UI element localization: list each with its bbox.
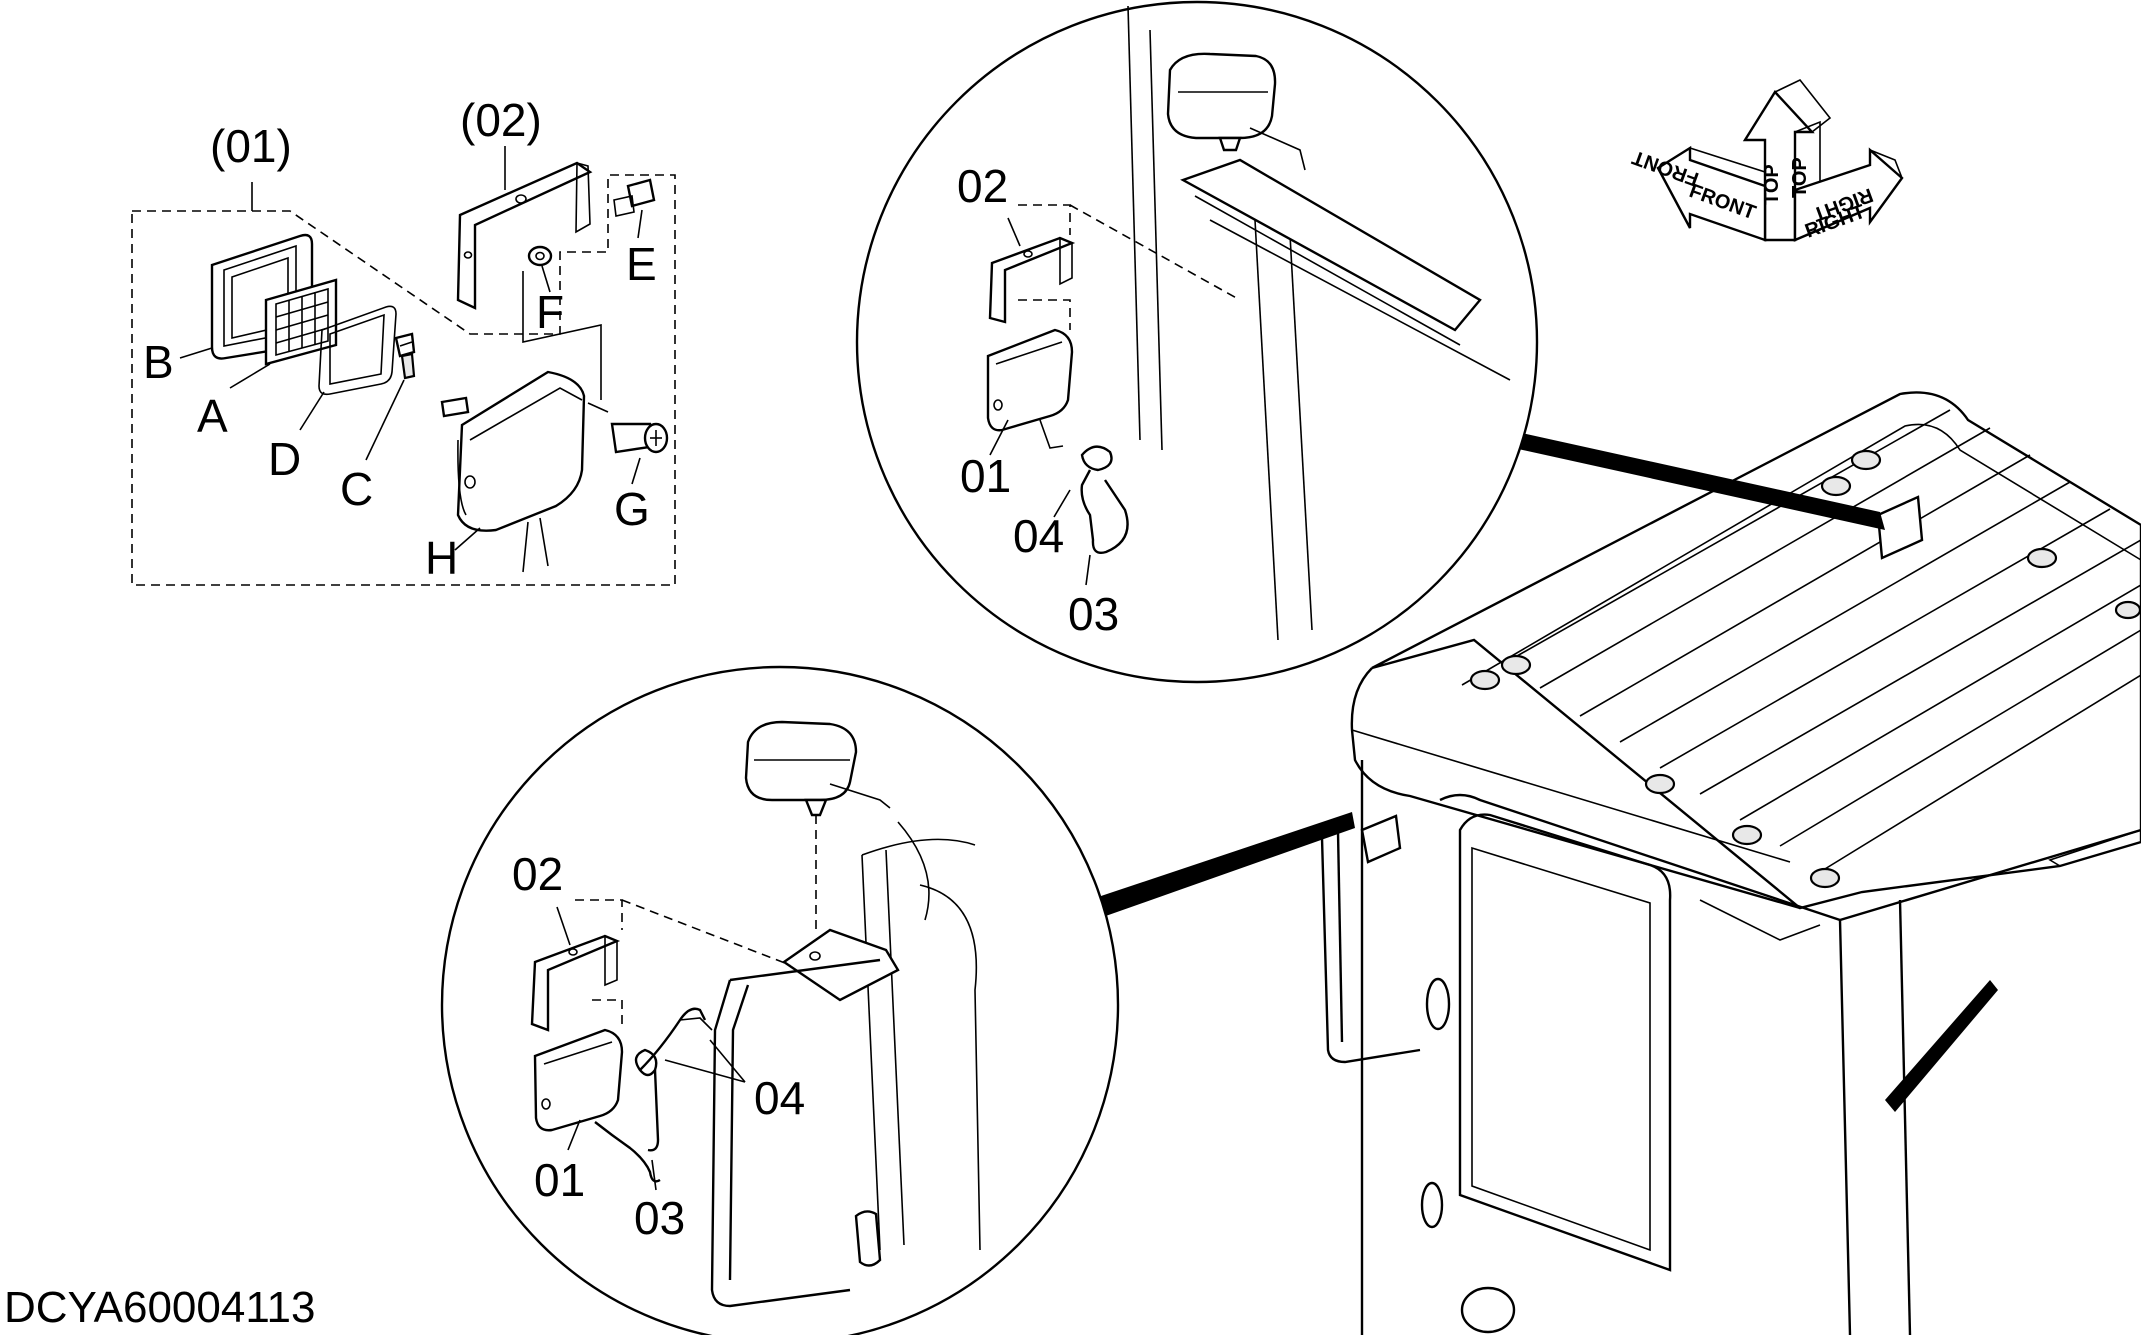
roof-bolts: [1469, 449, 2141, 889]
orientation-top-label: TOP: [1761, 164, 1783, 205]
group-label-01: (01): [210, 120, 292, 172]
detail-top-label-03: 03: [1068, 588, 1119, 640]
detail-bottom-label-01: 01: [534, 1154, 585, 1206]
part-letter-c: C: [340, 463, 373, 515]
bulb-part: [394, 332, 416, 380]
part-letter-f: F: [536, 286, 564, 338]
detail-top-label-01: 01: [960, 450, 1011, 502]
part-letter-g: G: [614, 483, 650, 535]
part-letter-e: E: [626, 238, 657, 290]
part-letter-h: H: [425, 532, 458, 584]
detail-bottom-label-03: 03: [634, 1192, 685, 1244]
bolt-part: [613, 178, 656, 217]
group-label-02: (02): [460, 94, 542, 146]
detail-bottom-label-02: 02: [512, 848, 563, 900]
washer-part: [527, 245, 553, 267]
lamp-housing-part: [440, 370, 586, 573]
detail-circle-bottom: 02 04 01 03: [440, 665, 1120, 1340]
lamp-grille-part: [264, 278, 338, 366]
screw-part: [610, 422, 669, 454]
detail-circle-top: 02 01 04 03: [855, 0, 1539, 684]
mounting-bracket-part: [456, 161, 593, 310]
lamp-gasket-part: [318, 305, 397, 396]
cab-illustration: [1320, 391, 2141, 1336]
detail-top-label-02: 02: [957, 160, 1008, 212]
detail-pointer-bottom: [1098, 812, 1355, 918]
detail-pointer-top: [1490, 426, 1885, 530]
detail-top-label-04: 04: [1013, 510, 1064, 562]
exploded-view: (01) (02) B A D C E F G H: [131, 94, 676, 586]
drawing-code: DCYA60004113: [4, 1283, 315, 1332]
orientation-top-label-mirror: TOP: [1789, 157, 1811, 198]
part-letter-d: D: [268, 433, 301, 485]
orientation-indicator: TOP TOP FRONT FRONT RIGHT RIGHT: [1629, 79, 1904, 243]
part-letter-a: A: [197, 390, 228, 442]
part-letter-b: B: [143, 336, 174, 388]
detail-bottom-label-04: 04: [754, 1072, 805, 1124]
